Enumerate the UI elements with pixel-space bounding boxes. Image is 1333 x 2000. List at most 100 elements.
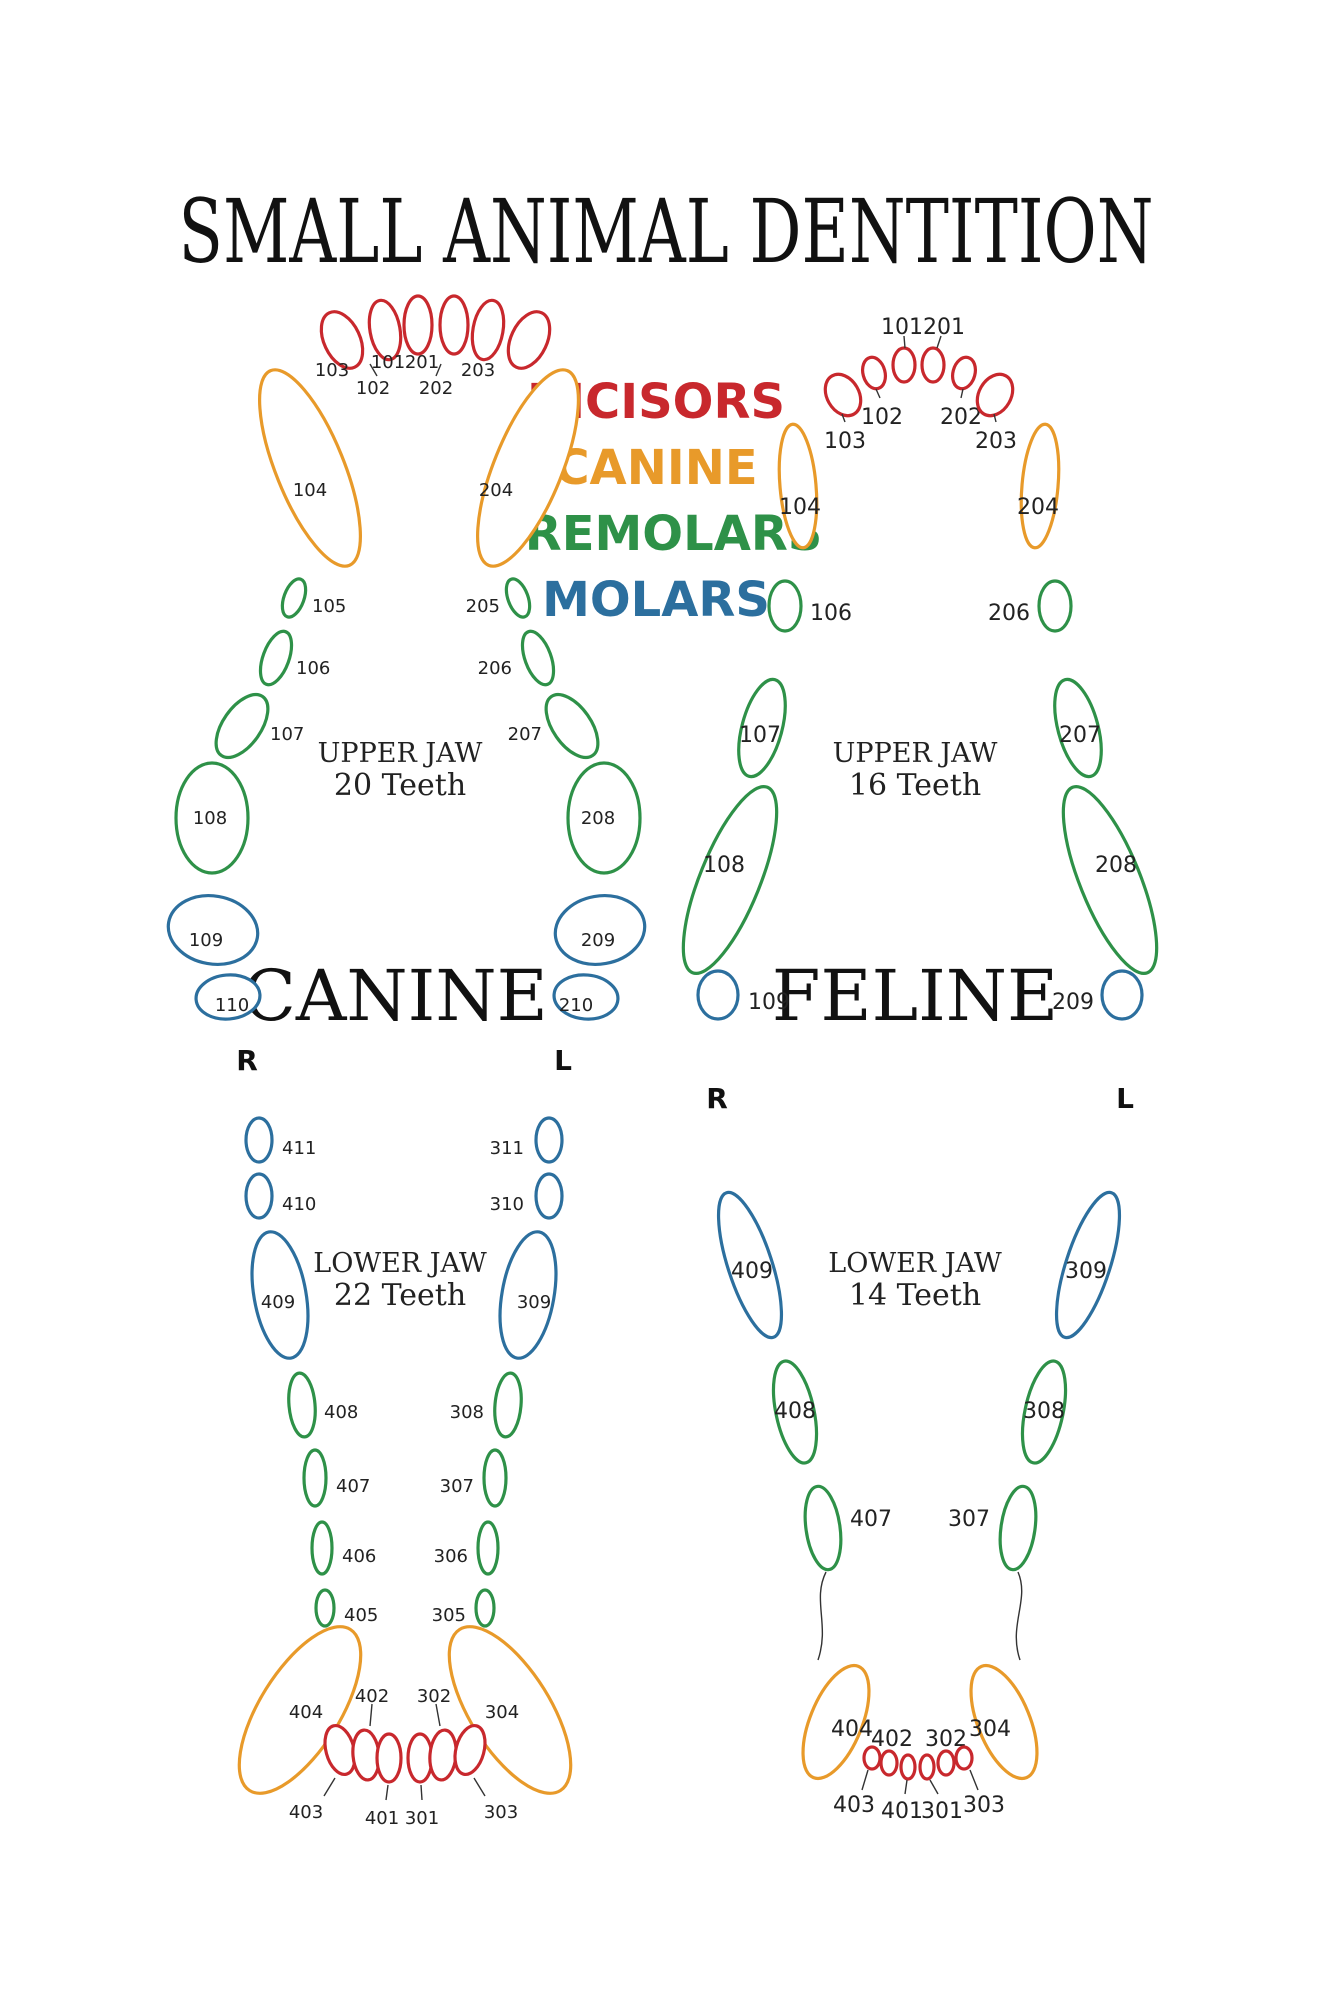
tooth-outline-premolar: [681, 785, 779, 975]
tooth-outline-incisor: [319, 310, 365, 370]
tooth-outline-premolar: [493, 1371, 523, 1439]
tooth-outline-molar: [498, 1230, 558, 1360]
tooth-leader-line: [960, 388, 964, 399]
tooth-number-label: 201: [923, 315, 965, 340]
tooth-number-label: 204: [1017, 495, 1059, 520]
tooth-number-label: 102: [861, 405, 903, 430]
canine-lower-tooth-311: 311: [490, 1116, 564, 1164]
feline-lower-tooth-308: 308: [1020, 1359, 1068, 1465]
tooth-outline-premolar: [520, 629, 556, 687]
canine-lower-tooth-404: 404: [237, 1625, 363, 1795]
canine-lower-tooth-401: 401: [365, 1732, 403, 1829]
tooth-number-label: 107: [739, 723, 781, 748]
tooth-number-label: 406: [342, 1546, 376, 1567]
tooth-leader-line: [993, 413, 997, 423]
tooth-number-label: 401: [365, 1808, 399, 1829]
tooth-outline-premolar: [482, 1448, 508, 1508]
tooth-number-label: 105: [312, 596, 346, 617]
tooth-number-label: 308: [1023, 1399, 1065, 1424]
tooth-number-label: 401: [881, 1799, 923, 1824]
feline-upper-tooth-108: 108: [681, 785, 779, 975]
tooth-number-label: 209: [581, 930, 615, 951]
canine-upper-tooth-107: 107: [214, 692, 304, 760]
canine-side-left-label: L: [554, 1044, 572, 1077]
feline-lower-tooth-307: 307: [948, 1484, 1038, 1572]
canine-lower-tooth-306: 306: [434, 1520, 500, 1576]
canine-upper-tooth-206: 206: [478, 629, 556, 687]
tooth-outline-premolar: [771, 1359, 819, 1465]
canine-lower-tooth-408: 408: [287, 1371, 358, 1439]
tooth-leader-line: [875, 388, 881, 399]
tooth-number-label: 103: [824, 429, 866, 454]
canine-upper-tooth-108: 108: [174, 761, 250, 875]
canine-lower-tooth-309: 309: [498, 1230, 558, 1360]
tooth-outline-canine: [801, 1663, 871, 1781]
tooth-leader-line: [420, 1784, 423, 1801]
feline-upper-tooth-204: 204: [1017, 422, 1061, 550]
legend-premolars: PREMOLARS: [490, 506, 823, 562]
feline-lower-jaw-label: LOWER JAW: [828, 1248, 1002, 1279]
tooth-outline-premolar: [174, 761, 250, 875]
tooth-number-label: 411: [282, 1138, 316, 1159]
tooth-outline-molar: [552, 973, 620, 1021]
tooth-outline-molar: [244, 1172, 274, 1220]
feline-lower-tooth-408: 408: [771, 1359, 819, 1465]
tooth-outline-incisor: [936, 1749, 956, 1777]
tooth-outline-premolar: [998, 1484, 1038, 1572]
page-title: SMALL ANIMAL DENTITION: [179, 180, 1154, 283]
feline-lower-left-gap-line: [1015, 1571, 1023, 1661]
feline-upper-tooth-207: 207: [1053, 677, 1103, 779]
feline-upper-tooth-109: 109: [696, 969, 790, 1021]
canine-upper-jaw-label: UPPER JAW: [318, 738, 483, 769]
tooth-number-label: 104: [293, 480, 327, 501]
tooth-outline-incisor: [899, 1753, 917, 1781]
tooth-outline-incisor: [453, 1723, 487, 1777]
tooth-outline-incisor: [862, 1745, 882, 1771]
tooth-outline-premolar: [476, 1520, 500, 1576]
feline-lower-tooth-407: 407: [803, 1484, 892, 1572]
tooth-outline-molar: [194, 973, 262, 1021]
feline-upper-jaw-label: UPPER JAW: [833, 738, 998, 769]
tooth-number-label: 203: [975, 429, 1017, 454]
tooth-outline-canine: [777, 422, 819, 550]
feline-upper-tooth-106: 106: [767, 579, 852, 633]
tooth-number-label: 205: [466, 596, 500, 617]
tooth-outline-incisor: [823, 372, 863, 418]
tooth-number-label: 101: [881, 315, 923, 340]
canine-upper-tooth-208: 208: [566, 761, 642, 875]
canine-upper-tooth-204: 204: [475, 368, 581, 568]
tooth-outline-premolar: [1053, 677, 1103, 779]
feline-lower-tooth-403: 403: [833, 1745, 882, 1818]
feline-lower-tooth-402: 402: [871, 1727, 913, 1777]
tooth-outline-molar: [553, 894, 647, 966]
tooth-outline-incisor: [367, 298, 403, 362]
tooth-number-label: 308: [450, 1402, 484, 1423]
tooth-outline-canine: [1019, 422, 1061, 550]
tooth-outline-premolar: [767, 579, 803, 633]
canine-upper-tooth-101: 101: [371, 294, 434, 373]
tooth-outline-molar: [716, 1190, 784, 1340]
feline-lower-tooth-303: 303: [954, 1745, 1005, 1818]
canine-lower-tooth-303: 303: [453, 1723, 518, 1823]
tooth-number-label: 206: [988, 601, 1030, 626]
tooth-number-label: 309: [1065, 1259, 1107, 1284]
tooth-number-label: 104: [779, 495, 821, 520]
feline-lower-tooth-301: 301: [918, 1753, 963, 1824]
canine-lower-tooth-406: 406: [310, 1520, 376, 1576]
legend-molars: MOLARS: [542, 572, 770, 628]
tooth-number-label: 109: [189, 930, 223, 951]
canine-upper-tooth-201: 201: [405, 294, 470, 373]
canine-upper-tooth-202: 202: [419, 298, 506, 399]
canine-lower-tooth-307: 307: [440, 1448, 508, 1508]
tooth-outline-incisor: [891, 346, 917, 384]
tooth-number-label: 306: [434, 1546, 468, 1567]
canine-lower-tooth-410: 410: [244, 1172, 316, 1220]
tooth-number-label: 202: [940, 405, 982, 430]
tooth-number-label: 207: [508, 724, 542, 745]
tooth-number-label: 303: [484, 1802, 518, 1823]
tooth-outline-canine: [475, 368, 581, 568]
tooth-number-label: 203: [461, 360, 495, 381]
tooth-leader-line: [904, 1779, 908, 1795]
tooth-outline-premolar: [1037, 579, 1073, 633]
tooth-number-label: 201: [405, 352, 439, 373]
